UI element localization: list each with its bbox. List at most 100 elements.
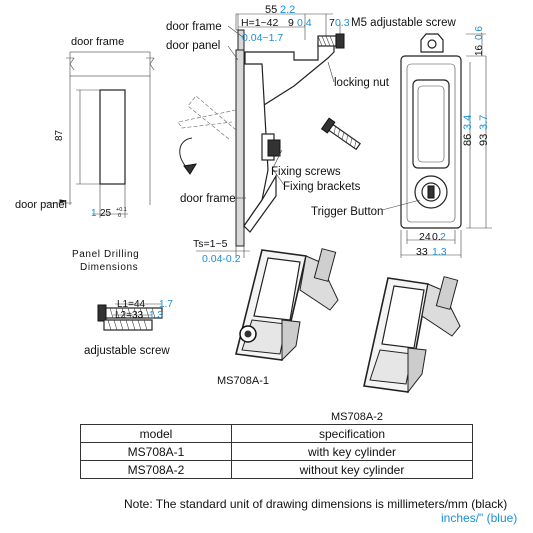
m5-screw-head <box>335 33 345 49</box>
leader-fixing-screws <box>272 149 283 169</box>
latch-2-lower <box>369 349 413 385</box>
latch-1-bracket <box>281 319 301 362</box>
screw-head <box>97 304 107 322</box>
dim-l2: L2=33 <box>115 310 144 321</box>
fixing-screw-head <box>267 139 281 157</box>
label-panel-drilling: Panel Drilling <box>72 249 139 260</box>
key-slot <box>427 185 435 199</box>
table-header-spec: specification <box>231 424 473 443</box>
render-ms708a-1: MS708A-1 <box>217 248 339 387</box>
label-model-b: MS708A-2 <box>331 411 383 423</box>
label-fixing-screws: Fixing screws <box>271 166 341 178</box>
ext-top-left <box>235 13 239 31</box>
label-door-panel-left: door panel <box>15 199 67 211</box>
screw-nut-section <box>103 319 153 331</box>
latch-2-arm <box>421 283 461 337</box>
phantom-handle-mid <box>187 95 237 141</box>
phantom-handle-open <box>177 109 237 129</box>
dim-55: 55 <box>265 4 277 16</box>
table-cell-model: MS708A-1 <box>80 442 232 461</box>
door-panel-section <box>235 49 245 247</box>
label-door-frame-mid: door frame <box>180 193 236 205</box>
dim-ts: Ts=1~5 <box>193 238 228 250</box>
latch-body <box>243 63 269 228</box>
top-lug-hole <box>427 39 437 49</box>
latch-1-screw <box>313 248 337 282</box>
screw-thread <box>109 307 156 319</box>
dim-55-inch: 2.2 <box>280 4 295 16</box>
leader-trigger <box>381 199 421 211</box>
label-adjustable-screw: adjustable screw <box>84 345 170 357</box>
nut-thread <box>107 319 148 331</box>
latch-1-keyhole <box>244 330 252 338</box>
latch-2-handle <box>381 285 425 349</box>
table-header-model: model <box>80 424 232 443</box>
dim-9: 9 <box>288 17 294 29</box>
dim-25-tol-lower: 0 <box>118 213 121 219</box>
dim-93: 93 <box>478 134 490 146</box>
latch-inner <box>406 63 456 223</box>
dim-25: 25 <box>100 208 112 219</box>
dim-h-range: H=1~42 <box>241 17 279 29</box>
dim-86-inch: 3.4 <box>462 115 474 130</box>
dim-86: 86 <box>462 134 474 146</box>
fixing-bracket-lower <box>243 173 277 233</box>
dim-16: 16 <box>474 44 485 56</box>
dim-l2-inch: 1.3 <box>149 310 163 321</box>
dim-ts-inch: 0.04-0.2 <box>202 253 241 265</box>
detached-screw <box>320 117 361 151</box>
latch-1-arm <box>299 255 339 311</box>
latch-1-handle <box>253 257 301 321</box>
rotation-arrow-head <box>183 163 197 175</box>
label-m5-screw: M5 adjustable screw <box>351 17 457 29</box>
label-dimensions: Dimensions <box>80 262 138 273</box>
label-locking-nut: locking nut <box>334 77 390 89</box>
leader-door-frame <box>227 25 245 39</box>
latch-2-bracket <box>407 347 427 394</box>
label-door-frame-left: door frame <box>71 36 124 48</box>
leader-locking-nut <box>327 61 335 83</box>
dim-24-inch-prefix: 0. <box>432 231 441 243</box>
table-cell-model: MS708A-2 <box>80 460 232 479</box>
arrow-head <box>59 199 67 203</box>
table-cell-spec: with key cylinder <box>231 442 473 461</box>
dim-16-inch: 0.6 <box>474 26 485 40</box>
table-cell-spec: without key cylinder <box>231 460 473 479</box>
dim-1-inch: 1 <box>91 208 97 219</box>
label-trigger-button: Trigger Button <box>311 206 383 218</box>
dim-24-inch: 2 <box>440 231 446 243</box>
dim-33-inch: 1.3 <box>432 246 447 258</box>
panel-cutout <box>99 89 126 185</box>
dim-33: 33 <box>416 246 428 258</box>
dim-93-inch: 3.7 <box>478 115 490 130</box>
render-ms708a-2: MS708A-2 <box>331 276 461 423</box>
dim-25-tol-upper: +0.1 <box>116 207 127 213</box>
door-frame-outline-left <box>69 51 151 77</box>
label-model-a: MS708A-1 <box>217 375 269 387</box>
label-door-panel-top: door panel <box>166 40 220 52</box>
dim-7-inch: 0.3 <box>335 17 350 29</box>
table-header-row: model specification <box>80 424 473 443</box>
latch-2-screw <box>435 276 459 310</box>
leader-fixing-brackets <box>271 167 285 186</box>
dim-87: 87 <box>54 129 65 141</box>
adjustable-screw-detail: L1=44 1.7 L2=33 1.3 adjustable screw <box>84 299 173 357</box>
dim-7: 7 <box>329 17 335 29</box>
model-spec-table: model specification MS708A-1 with key cy… <box>80 424 473 479</box>
unit-note: Note: The standard unit of drawing dimen… <box>124 497 508 511</box>
table-row: MS708A-2 without key cylinder <box>80 460 473 479</box>
label-fixing-brackets: Fixing brackets <box>283 181 361 193</box>
m5-screw-thread <box>317 35 335 47</box>
front-view: 16 0.6 86 3.4 93 3.7 24 0. 2 33 1.3 Trig… <box>311 26 492 258</box>
side-view: door frame door panel 55 2.2 H=1~42 9 0.… <box>166 4 457 265</box>
handle-slot <box>412 79 450 169</box>
panel-drilling-view: door frame door panel 87 1 25 +0.1 0 Pan… <box>15 36 155 273</box>
dim-l1: L1=44 <box>117 299 146 310</box>
break-lines <box>66 57 155 71</box>
label-door-frame-top: door frame <box>166 21 222 33</box>
table-row: MS708A-1 with key cylinder <box>80 442 473 461</box>
dim-h-inch: 0.04~1.7 <box>242 32 283 44</box>
dim-l1-inch: 1.7 <box>159 299 173 310</box>
